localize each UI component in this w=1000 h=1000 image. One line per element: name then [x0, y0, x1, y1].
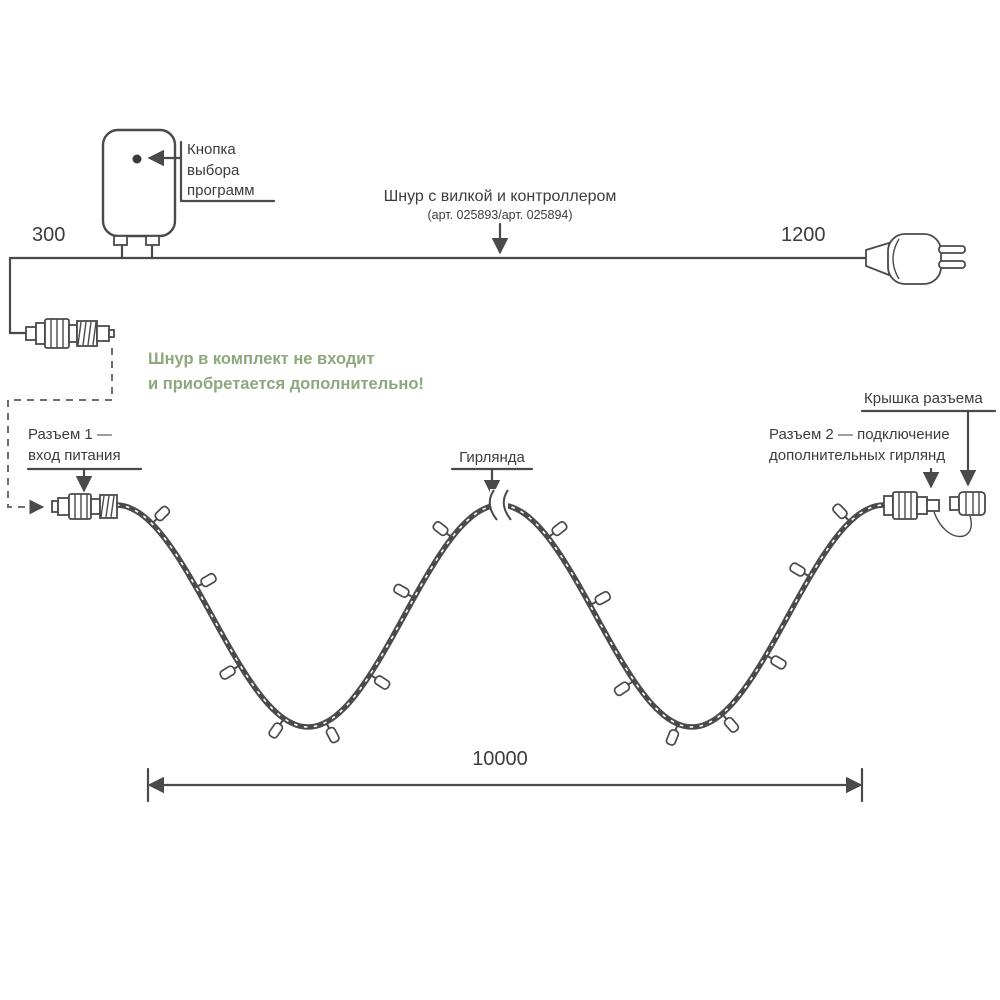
led-bulb — [325, 723, 340, 744]
connector-1 — [51, 493, 118, 520]
connector-2 — [883, 491, 940, 520]
led-bulb — [152, 505, 171, 524]
led-bulb — [591, 590, 612, 606]
led-bulb — [548, 521, 568, 538]
inline-connector — [25, 318, 115, 349]
led-bulb — [219, 665, 239, 680]
led-bulb — [832, 503, 850, 521]
dimension-garland-line — [146, 767, 864, 803]
dimension-right: 1200 — [781, 224, 826, 246]
connector-cap — [933, 491, 986, 538]
supply-cord-wire — [8, 242, 868, 335]
garland-label: Гирлянда — [459, 449, 525, 466]
led-bulb — [613, 680, 633, 697]
cap-label: Крышка разъема — [864, 390, 983, 407]
led-bulb — [767, 655, 787, 670]
cord-article: (арт. 025893/арт. 025894) — [427, 208, 573, 222]
leader-lines — [26, 140, 997, 497]
wire-break-mark — [488, 489, 512, 521]
dimension-garland: 10000 — [472, 748, 528, 770]
accessory-note: Шнур в комплект не входит и приобретаетс… — [148, 350, 424, 393]
connector-1-label: Разъем 1 — вход питания — [28, 426, 121, 464]
led-bulb — [393, 583, 413, 598]
cord-label: Шнур с вилкой и контроллером — [383, 188, 617, 205]
power-plug-icon — [865, 233, 966, 285]
led-bulb — [371, 674, 391, 690]
connector-2-label: Разъем 2 — подключение дополнительных ги… — [769, 426, 950, 464]
program-button-dot — [132, 154, 142, 164]
dashed-route — [7, 348, 113, 515]
controller-box — [101, 128, 177, 246]
led-bulb — [665, 725, 680, 746]
program-button-label: Кнопка выбора программ — [187, 141, 255, 200]
led-bulb — [268, 719, 284, 739]
led-bulb — [722, 714, 740, 733]
led-bulb — [432, 521, 452, 538]
dimension-left: 300 — [32, 224, 66, 246]
led-bulb — [789, 562, 809, 577]
led-bulb — [197, 572, 217, 588]
garland-string — [113, 489, 887, 746]
